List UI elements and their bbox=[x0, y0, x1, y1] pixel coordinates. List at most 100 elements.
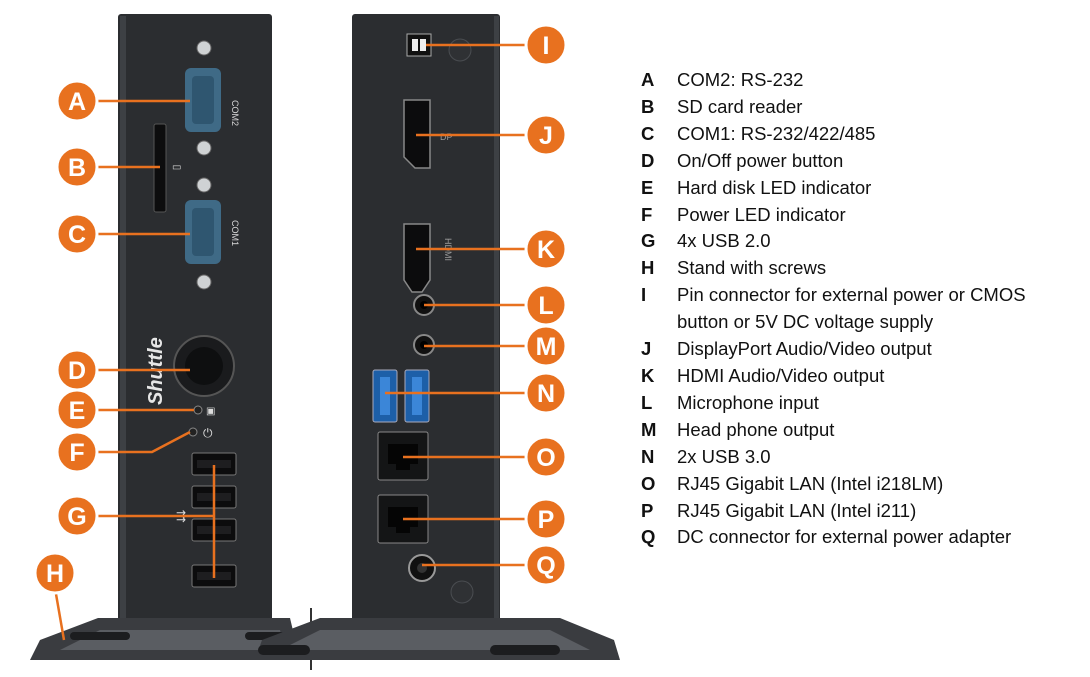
legend-text: COM1: RS-232/422/485 bbox=[677, 122, 876, 144]
legend-letter: I bbox=[641, 284, 647, 306]
callout-d: D bbox=[55, 348, 99, 392]
callout-j: J bbox=[524, 113, 568, 157]
com2-label: COM2 bbox=[230, 100, 240, 126]
legend-text: Pin connector for external power or CMOS… bbox=[677, 284, 1026, 333]
legend-text: Microphone input bbox=[677, 391, 819, 413]
legend-letter: O bbox=[641, 472, 656, 494]
svg-text:C: C bbox=[68, 221, 86, 249]
svg-text:G: G bbox=[67, 503, 86, 531]
legend-text: Head phone output bbox=[677, 418, 835, 440]
rear-view: DP HDMI bbox=[255, 14, 620, 660]
svg-text:B: B bbox=[68, 154, 86, 182]
legend-item-j: J DisplayPort Audio/Video output bbox=[641, 336, 1081, 363]
legend-text: DC connector for external power adapter bbox=[677, 526, 1012, 548]
svg-text:L: L bbox=[538, 292, 553, 320]
svg-text:E: E bbox=[69, 397, 86, 425]
sd-card-symbol: ▭ bbox=[172, 162, 181, 173]
com1-port bbox=[185, 177, 221, 290]
callout-p: P bbox=[524, 497, 568, 541]
legend-text: 2x USB 3.0 bbox=[677, 445, 771, 467]
callout-k: K bbox=[524, 227, 568, 271]
legend-item-n: N 2x USB 3.0 bbox=[641, 444, 1081, 471]
com2-port bbox=[185, 40, 221, 156]
power-led-icon: ⏻ bbox=[203, 426, 213, 440]
legend-text: COM2: RS-232 bbox=[677, 69, 804, 90]
leader-lines bbox=[54, 43, 528, 641]
legend-text: DisplayPort Audio/Video output bbox=[677, 338, 932, 360]
callout-n: N bbox=[524, 371, 568, 415]
legend-text: RJ45 Gigabit LAN (Intel i218LM) bbox=[677, 472, 944, 494]
legend-letter: Q bbox=[641, 526, 656, 548]
legend-item-i: I Pin connector for external power or CMO… bbox=[641, 282, 1081, 336]
rear-screw-top bbox=[448, 38, 472, 62]
callout-b: B bbox=[55, 145, 99, 189]
legend-text: Stand with screws bbox=[677, 257, 827, 279]
legend-letter: P bbox=[641, 499, 654, 521]
legend-item-f: F Power LED indicator bbox=[641, 202, 1081, 229]
svg-text:N: N bbox=[537, 380, 555, 408]
legend-letter: M bbox=[641, 418, 657, 440]
svg-text:M: M bbox=[536, 333, 557, 361]
legend-text: HDMI Audio/Video output bbox=[677, 364, 885, 386]
legend-item-d: D On/Off power button bbox=[641, 148, 1081, 175]
com1-label: COM1 bbox=[230, 220, 240, 246]
legend-letter: F bbox=[641, 203, 653, 225]
legend-item-a: A COM2: RS-232 bbox=[641, 67, 1081, 94]
svg-text:F: F bbox=[69, 439, 84, 467]
callout-q: Q bbox=[524, 543, 568, 587]
callout-a: A bbox=[55, 79, 99, 123]
callout-i: I bbox=[524, 23, 568, 67]
callout-l: L bbox=[524, 283, 568, 327]
hdd-led bbox=[193, 405, 203, 415]
legend-item-q: Q DC connector for external power adapter bbox=[641, 524, 1081, 551]
legend-letter: C bbox=[641, 122, 655, 144]
usb3-ports bbox=[372, 369, 430, 423]
legend-item-k: K HDMI Audio/Video output bbox=[641, 363, 1081, 390]
svg-text:Q: Q bbox=[536, 552, 555, 580]
front-chassis-edge bbox=[120, 16, 126, 620]
legend: A COM2: RS-232 B SD card reader C COM1: RS-… bbox=[641, 67, 1081, 551]
svg-text:K: K bbox=[537, 236, 555, 264]
legend-item-o: O RJ45 Gigabit LAN (Intel i218LM) bbox=[641, 471, 1081, 498]
legend-letter: A bbox=[641, 69, 655, 90]
legend-text: SD card reader bbox=[677, 95, 803, 117]
legend-letter: J bbox=[641, 338, 652, 360]
callout-h: H bbox=[33, 551, 77, 595]
legend-text: 4x USB 2.0 bbox=[677, 230, 771, 252]
hdmi-port bbox=[403, 223, 431, 293]
svg-text:P: P bbox=[538, 506, 555, 534]
legend-letter: L bbox=[641, 391, 653, 413]
legend-letter: K bbox=[641, 364, 655, 386]
legend-item-m: M Head phone output bbox=[641, 417, 1081, 444]
dp-symbol: DP bbox=[440, 132, 453, 142]
callout-e: E bbox=[55, 388, 99, 432]
legend-item-h: H Stand with screws bbox=[641, 255, 1081, 282]
callout-g: G bbox=[55, 494, 99, 538]
legend-item-p: P RJ45 Gigabit LAN (Intel i211) bbox=[641, 498, 1081, 525]
callout-c: C bbox=[55, 212, 99, 256]
svg-text:A: A bbox=[68, 88, 86, 116]
svg-text:I: I bbox=[543, 32, 550, 60]
legend-letter: B bbox=[641, 95, 655, 117]
legend-text: Hard disk LED indicator bbox=[677, 176, 872, 198]
callout-m: M bbox=[524, 324, 568, 368]
svg-text:O: O bbox=[536, 444, 555, 472]
legend-letter: E bbox=[641, 176, 654, 198]
legend-letter: H bbox=[641, 257, 655, 279]
rear-screw-bottom bbox=[450, 580, 474, 604]
hdd-led-icon: ▣ bbox=[206, 406, 215, 417]
svg-text:H: H bbox=[46, 560, 64, 588]
callout-f: F bbox=[55, 430, 99, 474]
legend-text: Power LED indicator bbox=[677, 203, 846, 225]
legend-text: On/Off power button bbox=[677, 149, 844, 171]
legend-text: RJ45 Gigabit LAN (Intel i211) bbox=[677, 499, 917, 521]
svg-text:J: J bbox=[539, 122, 553, 150]
svg-text:D: D bbox=[68, 357, 86, 385]
callout-o: O bbox=[524, 435, 568, 479]
legend-letter: N bbox=[641, 445, 655, 467]
legend-item-l: L Microphone input bbox=[641, 390, 1081, 417]
legend-item-b: B SD card reader bbox=[641, 94, 1081, 121]
legend-letter: D bbox=[641, 149, 655, 171]
power-led bbox=[188, 427, 198, 437]
